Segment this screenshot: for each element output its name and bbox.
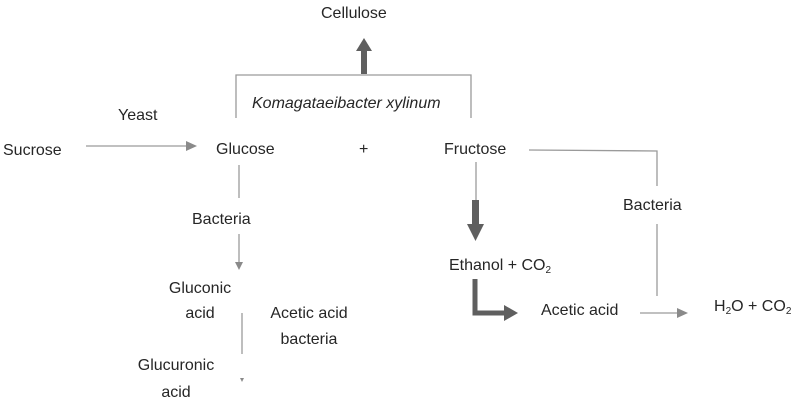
arrow-sucrose-glucose <box>86 141 197 151</box>
arrow-fructose-ethanol <box>467 162 484 241</box>
arrow-ethanol-acetic <box>472 279 518 321</box>
node-cellulose: Cellulose <box>321 5 387 22</box>
gluconic-line2: acid <box>185 305 215 322</box>
gluconic-line1: Gluconic <box>168 280 232 297</box>
acetic-bacteria-line1: Acetic acid <box>270 305 348 322</box>
edge-label-bacteria-right: Bacteria <box>623 197 682 214</box>
organism-bracket <box>235 74 472 118</box>
arrow-head <box>504 305 518 321</box>
co2-subscript: 2 <box>785 306 792 317</box>
node-water-co2: H2O + CO2 <box>714 298 792 317</box>
path-fructose-bacteria-right <box>528 149 658 296</box>
glucuronic-line1: Glucuronic <box>137 357 215 374</box>
water-subscript: 2 <box>725 306 732 317</box>
node-acetic-acid: Acetic acid <box>541 302 619 319</box>
arrow-gluconic-glucuronic <box>240 313 244 382</box>
water-rest: O + CO <box>731 298 786 315</box>
arrow-shaft <box>361 50 367 74</box>
arrow-head <box>467 224 484 241</box>
arrow-head <box>235 262 243 270</box>
plus-sign: + <box>359 141 369 158</box>
node-glucuronic-acid: Glucuronic acid <box>131 352 221 406</box>
bracket-line <box>235 74 472 118</box>
node-ethanol-co2: Ethanol + CO2 <box>449 257 552 276</box>
edge-label-bacteria-left: Bacteria <box>192 211 251 228</box>
node-sucrose: Sucrose <box>3 142 62 159</box>
arrow-head <box>356 38 372 51</box>
node-gluconic-acid: Gluconic acid <box>160 276 240 326</box>
edge-label-acetic-acid-bacteria: Acetic acid bacteria <box>264 301 354 353</box>
glucuronic-line2: acid <box>161 384 191 401</box>
arrow-head <box>240 378 244 382</box>
line-fructose-bacteria <box>528 149 658 186</box>
arrow-to-cellulose <box>356 38 372 74</box>
arrow-glucose-gluconic <box>235 165 243 270</box>
acetic-bacteria-line2: bacteria <box>280 331 338 348</box>
node-fructose: Fructose <box>444 141 507 158</box>
elbow-line <box>472 279 506 316</box>
arrow-acetic-water <box>640 308 688 318</box>
ethanol-co2-subscript: 2 <box>545 265 552 276</box>
thick-shaft <box>472 200 479 224</box>
arrow-head <box>677 308 688 318</box>
ethanol-text: Ethanol + CO <box>449 257 546 274</box>
water-h: H <box>714 298 726 315</box>
arrow-head <box>186 141 197 151</box>
node-glucose: Glucose <box>216 141 275 158</box>
node-organism: Komagataeibacter xylinum <box>252 95 441 112</box>
edge-label-yeast: Yeast <box>118 107 158 124</box>
